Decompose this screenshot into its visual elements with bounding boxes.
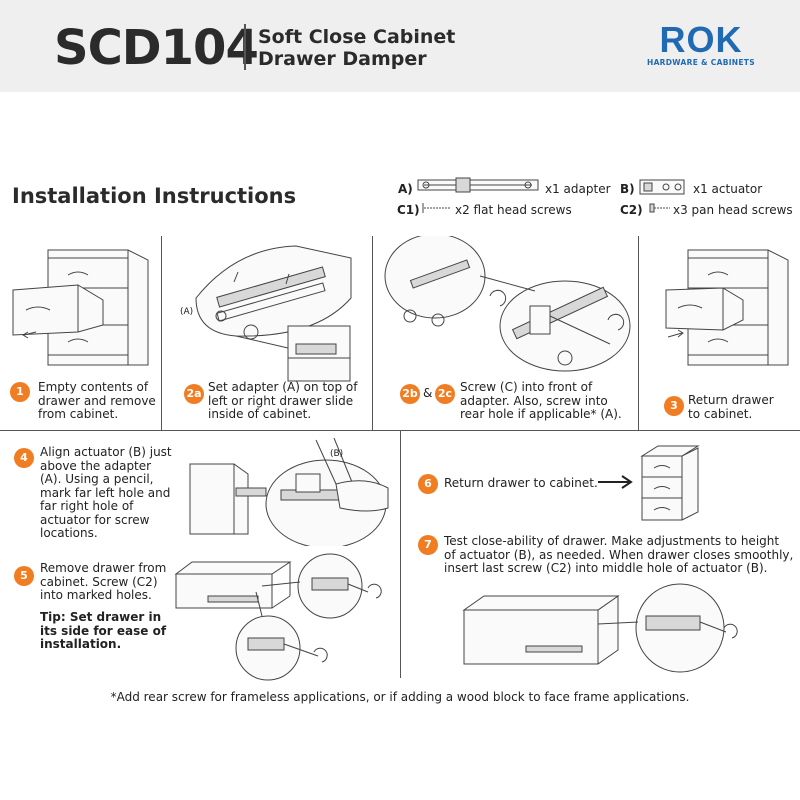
header-divider: [244, 24, 246, 70]
step-2a-illustration: [195, 245, 352, 382]
step-7-text: Test close-ability of drawer. Make adjus…: [444, 534, 794, 575]
step-1-badge: 1: [10, 382, 30, 402]
divider: [372, 236, 373, 430]
product-name: Soft Close Cabinet Drawer Damper: [258, 26, 455, 70]
step-5-text: Remove drawer from cabinet. Screw (C2) i…: [40, 561, 167, 602]
step-2c-badge: 2c: [435, 384, 455, 404]
step-5-illustration: [174, 553, 382, 681]
part-c2-key: C2): [620, 203, 643, 217]
product-name-line-2: Drawer Damper: [258, 48, 427, 70]
callout-b: (B): [330, 449, 344, 459]
callout-a: (A): [180, 307, 194, 317]
step-1-illustration: [12, 249, 149, 366]
step-2a-badge: 2a: [184, 384, 204, 404]
step-4-illustration: [189, 437, 389, 546]
step-2a-text: Set adapter (A) on top of left or right …: [208, 380, 358, 421]
step-6-text: Return drawer to cabinet.: [444, 476, 598, 490]
part-c1-key: C1): [397, 203, 420, 217]
divider: [638, 236, 639, 430]
part-b-label: x1 actuator: [693, 182, 763, 196]
step-2b-badge: 2b: [400, 384, 420, 404]
page-title: Installation Instructions: [12, 184, 297, 208]
step-1-text: Empty contents of drawer and remove from…: [38, 380, 156, 421]
step-7-illustration: [462, 583, 738, 673]
part-a-label: x1 adapter: [545, 182, 611, 196]
step-2bc-illustration: [384, 236, 631, 372]
actuator-part-illustration: [639, 179, 685, 195]
step-2c-text: Screw (C) into front of adapter. Also, s…: [460, 380, 622, 421]
step-5-tip: Tip: Set drawer in its side for ease of …: [40, 610, 167, 651]
model-number: SCD104: [54, 20, 259, 76]
pan-screw-icon: [649, 203, 670, 213]
part-b-key: B): [620, 182, 635, 196]
step-2b-ampersand: &: [423, 386, 433, 400]
part-c2-label: x3 pan head screws: [673, 203, 793, 217]
step-7-badge: 7: [418, 535, 438, 555]
header-banner: SCD104 Soft Close Cabinet Drawer Damper …: [0, 0, 800, 92]
step-4-text: Align actuator (B) just above the adapte…: [40, 445, 172, 540]
divider: [161, 236, 162, 430]
step-6-illustration: [640, 445, 700, 521]
divider: [400, 430, 401, 678]
adapter-part-illustration: [417, 177, 539, 193]
step-3-badge: 3: [664, 396, 684, 416]
brand-logo: ROK HARDWARE & CABINETS: [647, 19, 755, 68]
logo-tagline: HARDWARE & CABINETS: [647, 58, 755, 67]
part-c1-label: x2 flat head screws: [455, 203, 572, 217]
step-3-illustration: [665, 249, 789, 366]
product-name-line-1: Soft Close Cabinet: [258, 26, 456, 48]
step-5-badge: 5: [14, 566, 34, 586]
flat-screw-icon: [422, 203, 450, 213]
arrow-right-icon: [598, 475, 633, 489]
step-3-text: Return drawer to cabinet.: [688, 393, 774, 421]
step-6-badge: 6: [418, 474, 438, 494]
part-a-key: A): [398, 182, 413, 196]
step-4-badge: 4: [14, 448, 34, 468]
footnote: *Add rear screw for frameless applicatio…: [110, 690, 690, 704]
logo-word: ROK: [659, 19, 743, 60]
